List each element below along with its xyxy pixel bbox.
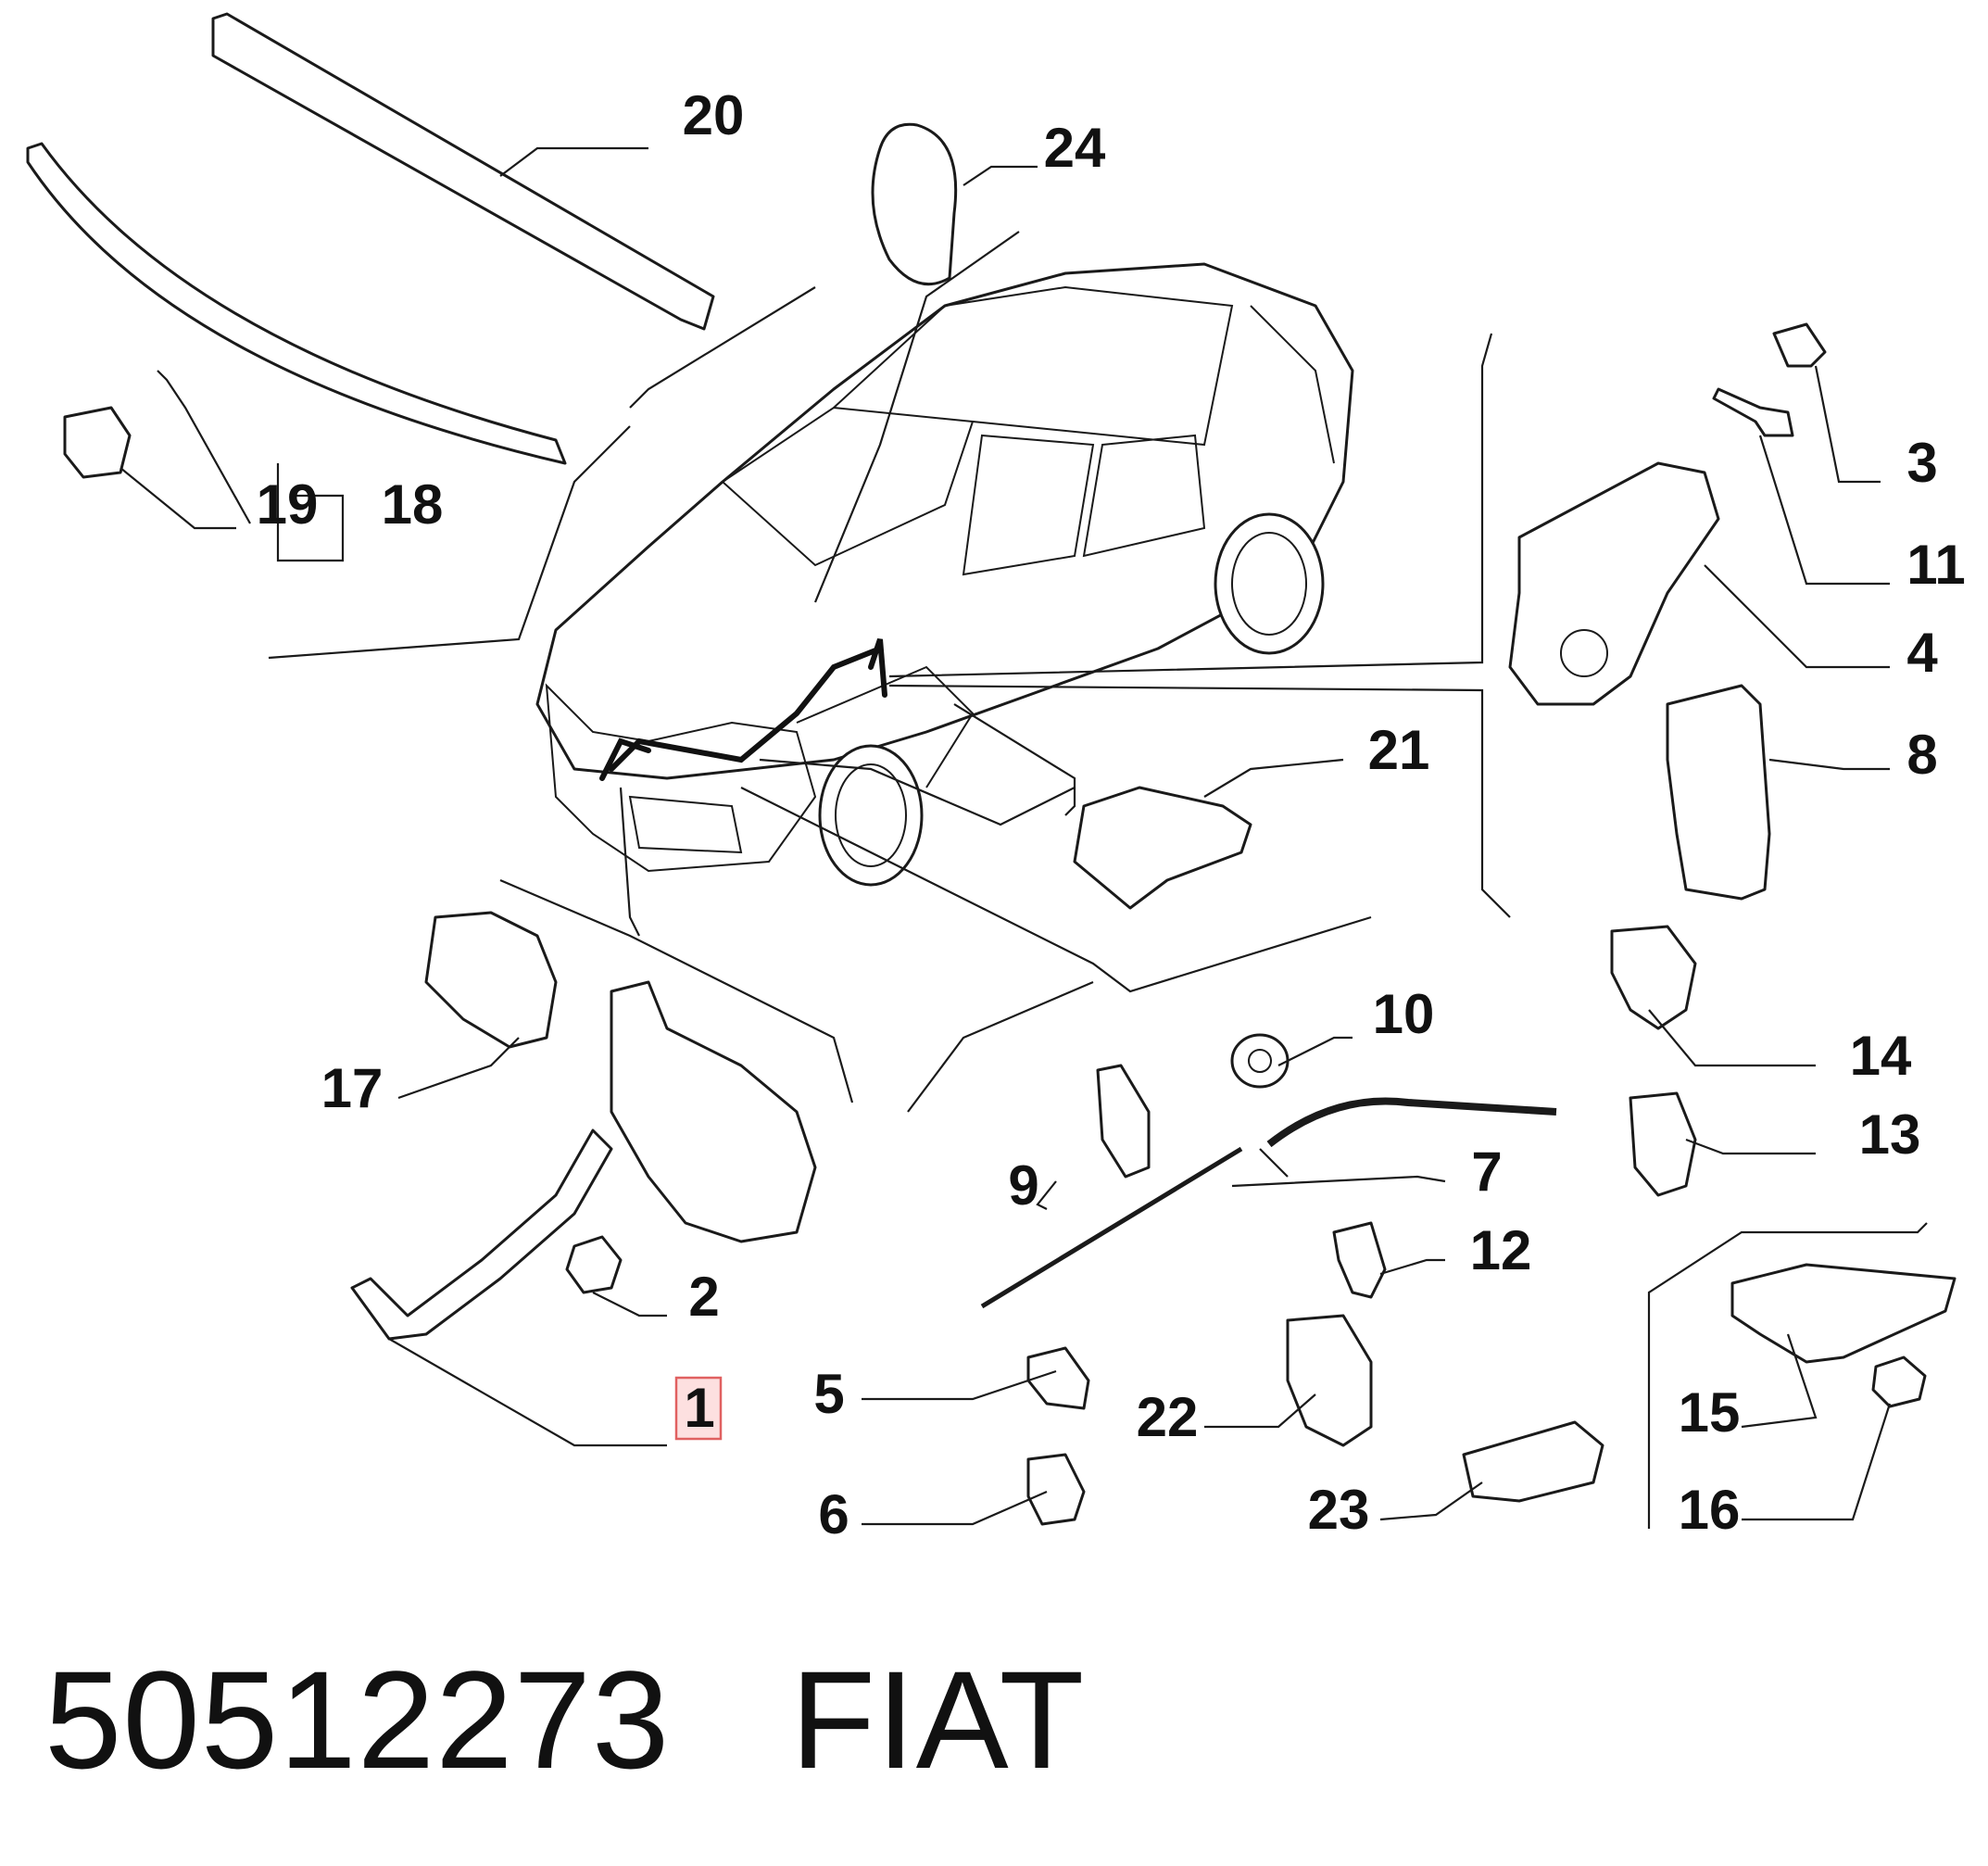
part-number: 50512273 xyxy=(44,1642,671,1797)
part-24-cap xyxy=(871,122,958,286)
callout-18: 18 xyxy=(382,473,444,536)
callout-17: 17 xyxy=(321,1057,384,1119)
callout-16: 16 xyxy=(1679,1479,1741,1541)
leader-lines xyxy=(120,146,1928,1529)
callout-10: 10 xyxy=(1373,983,1435,1045)
part-10-grommet xyxy=(1230,1033,1290,1089)
part-23-connector xyxy=(1462,1420,1604,1503)
callout-11: 11 xyxy=(1906,534,1965,596)
callout-labels: 1 2 3 4 5 6 7 8 9 10 11 12 13 14 15 16 1… xyxy=(257,84,1966,1545)
callout-8: 8 xyxy=(1906,724,1937,786)
callout-1: 1 xyxy=(684,1377,714,1439)
part-8-handle xyxy=(1666,684,1771,901)
part-1-release-lever xyxy=(350,1128,613,1341)
highlight-box xyxy=(674,1376,723,1441)
part-6-clip xyxy=(1026,1453,1086,1526)
part-20-seal-strip xyxy=(211,12,715,331)
part-18-clip xyxy=(63,406,132,479)
part-3-sleeve xyxy=(1772,322,1827,368)
part-14-clip xyxy=(1610,925,1697,1030)
part-7-cable xyxy=(980,1146,1243,1309)
exploded-parts-diagram: 1 2 3 4 5 6 7 8 9 10 11 12 13 14 15 16 1… xyxy=(26,12,1966,1545)
callout-7: 7 xyxy=(1471,1141,1502,1203)
callout-23: 23 xyxy=(1308,1479,1370,1541)
footer-caption: 50512273 FIAT xyxy=(44,1640,1085,1800)
parts xyxy=(26,12,1957,1526)
callout-19: 19 xyxy=(257,473,319,536)
callout-22: 22 xyxy=(1137,1386,1199,1448)
car-illustration xyxy=(535,262,1354,887)
part-11-screw xyxy=(1712,387,1794,437)
callout-9: 9 xyxy=(1008,1154,1038,1217)
part-17-clip xyxy=(424,911,558,1049)
part-2-nut xyxy=(565,1235,623,1294)
callout-15: 15 xyxy=(1679,1381,1741,1444)
callout-21: 21 xyxy=(1368,719,1430,781)
part-1-hood-latch xyxy=(610,980,817,1243)
callout-2: 2 xyxy=(688,1266,719,1328)
part-9-clip xyxy=(1096,1064,1151,1179)
callout-4: 4 xyxy=(1906,622,1938,684)
callout-5: 5 xyxy=(813,1363,844,1425)
part-13-clip xyxy=(1629,1091,1697,1197)
part-15-bracket xyxy=(1730,1263,1957,1364)
part-16-nut xyxy=(1871,1355,1927,1408)
part-19-curved-strip xyxy=(26,142,567,465)
part-21-cover xyxy=(1073,786,1252,910)
callout-14: 14 xyxy=(1850,1025,1912,1087)
callout-3: 3 xyxy=(1906,432,1937,494)
callout-20: 20 xyxy=(683,84,745,146)
part-12-connector xyxy=(1332,1221,1387,1299)
callout-24: 24 xyxy=(1044,117,1106,179)
callout-12: 12 xyxy=(1470,1219,1532,1281)
brand-name: FIAT xyxy=(790,1642,1086,1797)
part-22-clip xyxy=(1286,1314,1373,1447)
callout-6: 6 xyxy=(818,1483,849,1545)
callout-13: 13 xyxy=(1859,1103,1921,1166)
part-4-latch xyxy=(1508,461,1720,706)
